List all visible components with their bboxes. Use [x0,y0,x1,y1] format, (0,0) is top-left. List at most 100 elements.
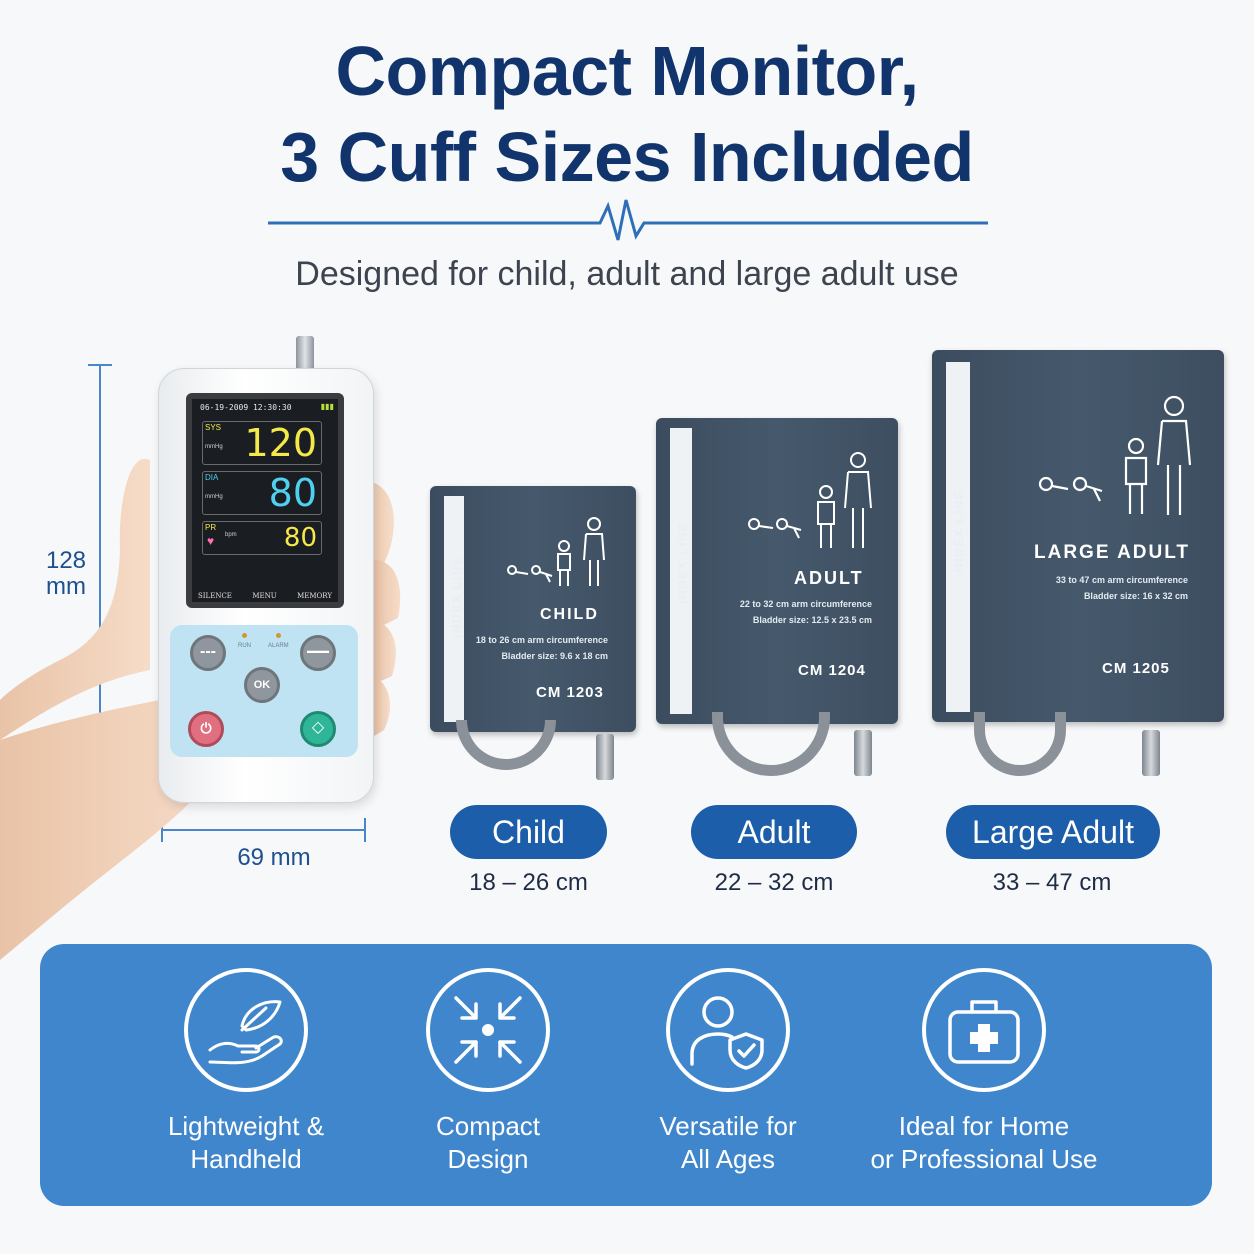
child-people-icon [507,517,605,586]
child-size-range: 18 – 26 cm [469,869,588,896]
large-adult-cuff-name: LARGE ADULT [1034,542,1191,563]
adult-cuff: INDEX LINE ADULT 22 to 32 cm arm circumf… [656,418,898,724]
large-adult-size-badge: Large Adult [946,805,1160,859]
monitor-antenna [296,336,314,374]
adult-cuff-info: 22 to 32 cm arm circumference Bladder si… [702,596,872,628]
large-adult-cuff-model: CM 1205 [1102,660,1170,677]
dia-unit: mmHg [205,494,223,500]
child-cuff-name: CHILD [540,606,599,623]
feature-compact: Compact Design [368,944,608,1206]
pulse-divider-icon [268,199,988,241]
right-softkey-button[interactable]: — [300,635,336,671]
run-label: RUN [238,643,251,649]
child-cuff-model: CM 1203 [536,684,604,701]
monitor-keypad: --- — RUN ALARM OK ⏻ ◇ [170,625,358,757]
child-index-stripe [444,496,464,722]
title-line-2: 3 Cuff Sizes Included [280,118,974,196]
child-cuff: INDEX LINE CHILD 18 to 26 cm arm circumf… [430,486,636,732]
feather-hand-icon [208,1000,283,1065]
adult-people-icon [748,452,872,548]
adult-cuff-model: CM 1204 [798,662,866,679]
sys-value: 120 [244,421,317,465]
feature-line-2: Handheld [190,1144,302,1174]
height-dimension-line [99,365,101,802]
alarm-label: ALARM [268,643,289,649]
monitor-screen: 06-19-2009 12:30:30 ▮▮▮ SYS mmHg 120 DIA… [186,393,344,608]
feature-line-1: Ideal for Home [898,1111,1070,1141]
sys-unit: mmHg [205,444,223,450]
page-title: Compact Monitor, 3 Cuff Sizes Included [0,28,1254,200]
large-adult-people-icon [1038,395,1192,515]
adult-size-badge: Adult [691,805,857,859]
feature-line-2: or Professional Use [870,1144,1098,1174]
large-adult-bladder-size: Bladder size: 16 x 32 cm [1083,591,1188,601]
feature-lightweight-label: Lightweight & Handheld [106,1110,386,1176]
title-line-1: Compact Monitor, [335,32,919,110]
large-adult-cuff-connector [1142,730,1160,776]
left-softkey-button[interactable]: --- [190,635,226,671]
pr-label: PR [205,523,217,532]
height-dimension-cap-top [88,364,112,366]
adult-index-stripe [670,428,692,714]
adult-cuff-tube [712,712,830,776]
screen-datetime: 06-19-2009 12:30:30 [200,403,292,412]
power-button[interactable]: ⏻ [188,711,224,747]
child-circumference: 18 to 26 cm arm circumference [475,635,608,645]
adult-size-range: 22 – 32 cm [714,869,834,896]
adult-index-label: INDEX LINE [676,521,690,604]
pr-reading: PR bpm ♥ 80 [202,521,322,555]
child-index-label: INDEX LINE [450,555,464,638]
feature-lightweight: Lightweight & Handheld [126,944,366,1206]
large-adult-cuff-info: 33 to 47 cm arm circumference Bladder si… [992,572,1188,604]
child-cuff-tube [456,720,556,770]
alarm-led [276,633,281,638]
width-dimension-cap-left [161,818,163,842]
sys-label: SYS [205,423,222,432]
pr-value: 80 [283,523,317,553]
height-dimension-label: 128 mm [30,548,102,600]
ok-label: OK [253,679,271,691]
silence-softkey: SILENCE [198,592,232,600]
feature-versatile-label: Versatile for All Ages [588,1110,868,1176]
adult-circumference: 22 to 32 cm arm circumference [739,599,872,609]
subtitle: Designed for child, adult and large adul… [295,255,959,293]
compress-arrows-icon [454,996,522,1064]
adult-cuff-connector [854,730,872,776]
dia-label: DIA [205,473,219,482]
child-size-badge: Child [450,805,607,859]
child-bladder-size: Bladder size: 9.6 x 18 cm [501,651,608,661]
feature-home-pro-label: Ideal for Home or Professional Use [844,1110,1124,1176]
height-value: 128 [45,547,87,574]
feature-versatile: Versatile for All Ages [608,944,848,1206]
battery-icon: ▮▮▮ [320,402,334,411]
feature-icon-frame [426,968,550,1092]
menu-softkey: MENU [252,592,277,600]
large-adult-circumference: 33 to 47 cm arm circumference [1055,575,1188,585]
width-dimension-label: 69 mm [237,844,311,871]
feature-icon-frame [666,968,790,1092]
large-adult-cuff: INDEX LINE LARGE ADULT 33 to 47 cm arm c… [932,350,1224,722]
feature-home-pro: Ideal for Home or Professional Use [864,944,1104,1206]
features-panel: Lightweight & Handheld Compact Design [40,944,1212,1206]
sys-reading: SYS mmHg 120 [202,421,322,465]
heart-icon: ♥ [207,534,215,548]
large-adult-index-stripe [946,362,970,712]
adult-cuff-name: ADULT [794,568,864,588]
feature-line-1: Lightweight & [167,1111,325,1141]
large-adult-size-range: 33 – 47 cm [992,869,1112,896]
start-button[interactable]: ◇ [300,711,336,747]
user-shield-icon [690,996,764,1070]
child-cuff-info: 18 to 26 cm arm circumference Bladder si… [470,632,608,664]
width-dimension-line [162,829,366,831]
feature-line-1: Versatile for [659,1111,797,1141]
dia-reading: DIA mmHg 80 [202,471,322,515]
screen-menu: SILENCE MENU MEMORY [198,592,332,600]
first-aid-kit-icon [948,1000,1020,1064]
run-led [242,633,247,638]
memory-softkey: MEMORY [297,592,332,600]
feature-line-1: Compact [435,1111,541,1141]
height-unit: mm [46,573,86,600]
ok-button[interactable]: OK [244,667,280,703]
child-cuff-connector [596,734,614,780]
large-adult-index-label: INDEX LINE [952,489,966,572]
